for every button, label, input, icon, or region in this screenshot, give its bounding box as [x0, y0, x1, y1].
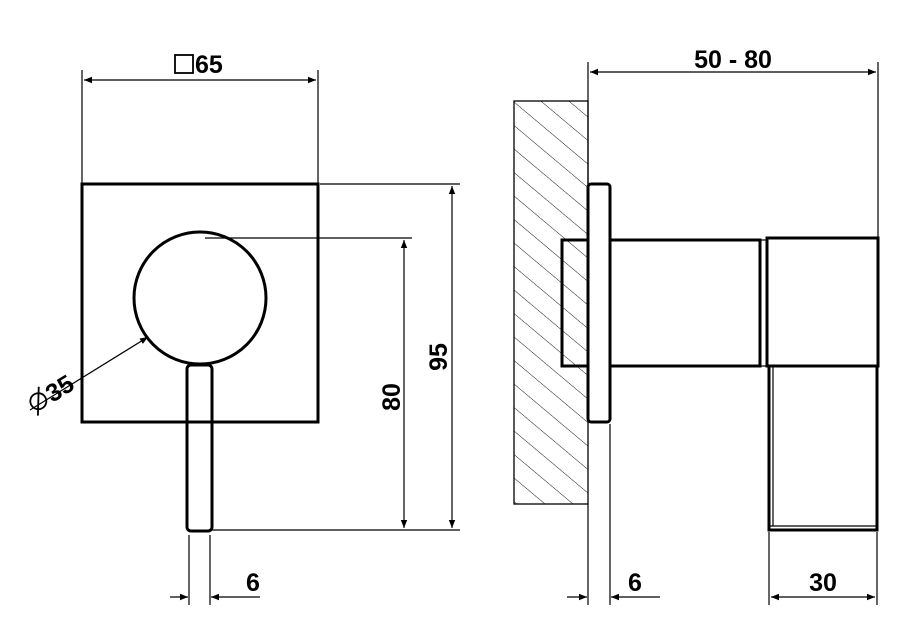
body-recess — [560, 238, 590, 368]
lever-side — [767, 364, 879, 532]
plate-width-dimension: 65 — [81, 51, 319, 184]
wall-plate-side — [586, 182, 612, 424]
outer-height-dimension: 95 — [320, 183, 460, 531]
outer-height-label: 95 — [425, 343, 453, 371]
knob-side — [765, 236, 880, 368]
lever-front — [185, 363, 214, 533]
plate-width-label: 65 — [195, 51, 223, 79]
valve-body — [608, 238, 762, 368]
depth-range-label: 50 - 80 — [694, 46, 772, 74]
knob-circle — [132, 230, 268, 366]
knob-diameter-dimension: 35 — [29, 336, 149, 416]
side-view: 50 - 80 6 30 — [513, 46, 880, 605]
plate-thickness-label: 6 — [628, 569, 642, 597]
plate-thickness-dimension: 6 — [567, 424, 660, 605]
lever-width-dimension: 6 — [170, 535, 260, 605]
wall-plate-front — [80, 182, 320, 424]
lever-depth-label: 30 — [809, 569, 837, 597]
front-view: 65 35 80 95 — [29, 51, 460, 605]
depth-range-dimension: 50 - 80 — [587, 46, 879, 238]
wall-section — [513, 100, 589, 505]
inner-height-label: 80 — [378, 383, 406, 411]
inner-height-dimension: 80 — [205, 237, 412, 531]
diameter-symbol-icon — [29, 392, 48, 411]
lever-width-label: 6 — [246, 569, 260, 597]
lever-depth-dimension: 30 — [768, 532, 878, 605]
square-symbol-icon — [174, 54, 194, 74]
